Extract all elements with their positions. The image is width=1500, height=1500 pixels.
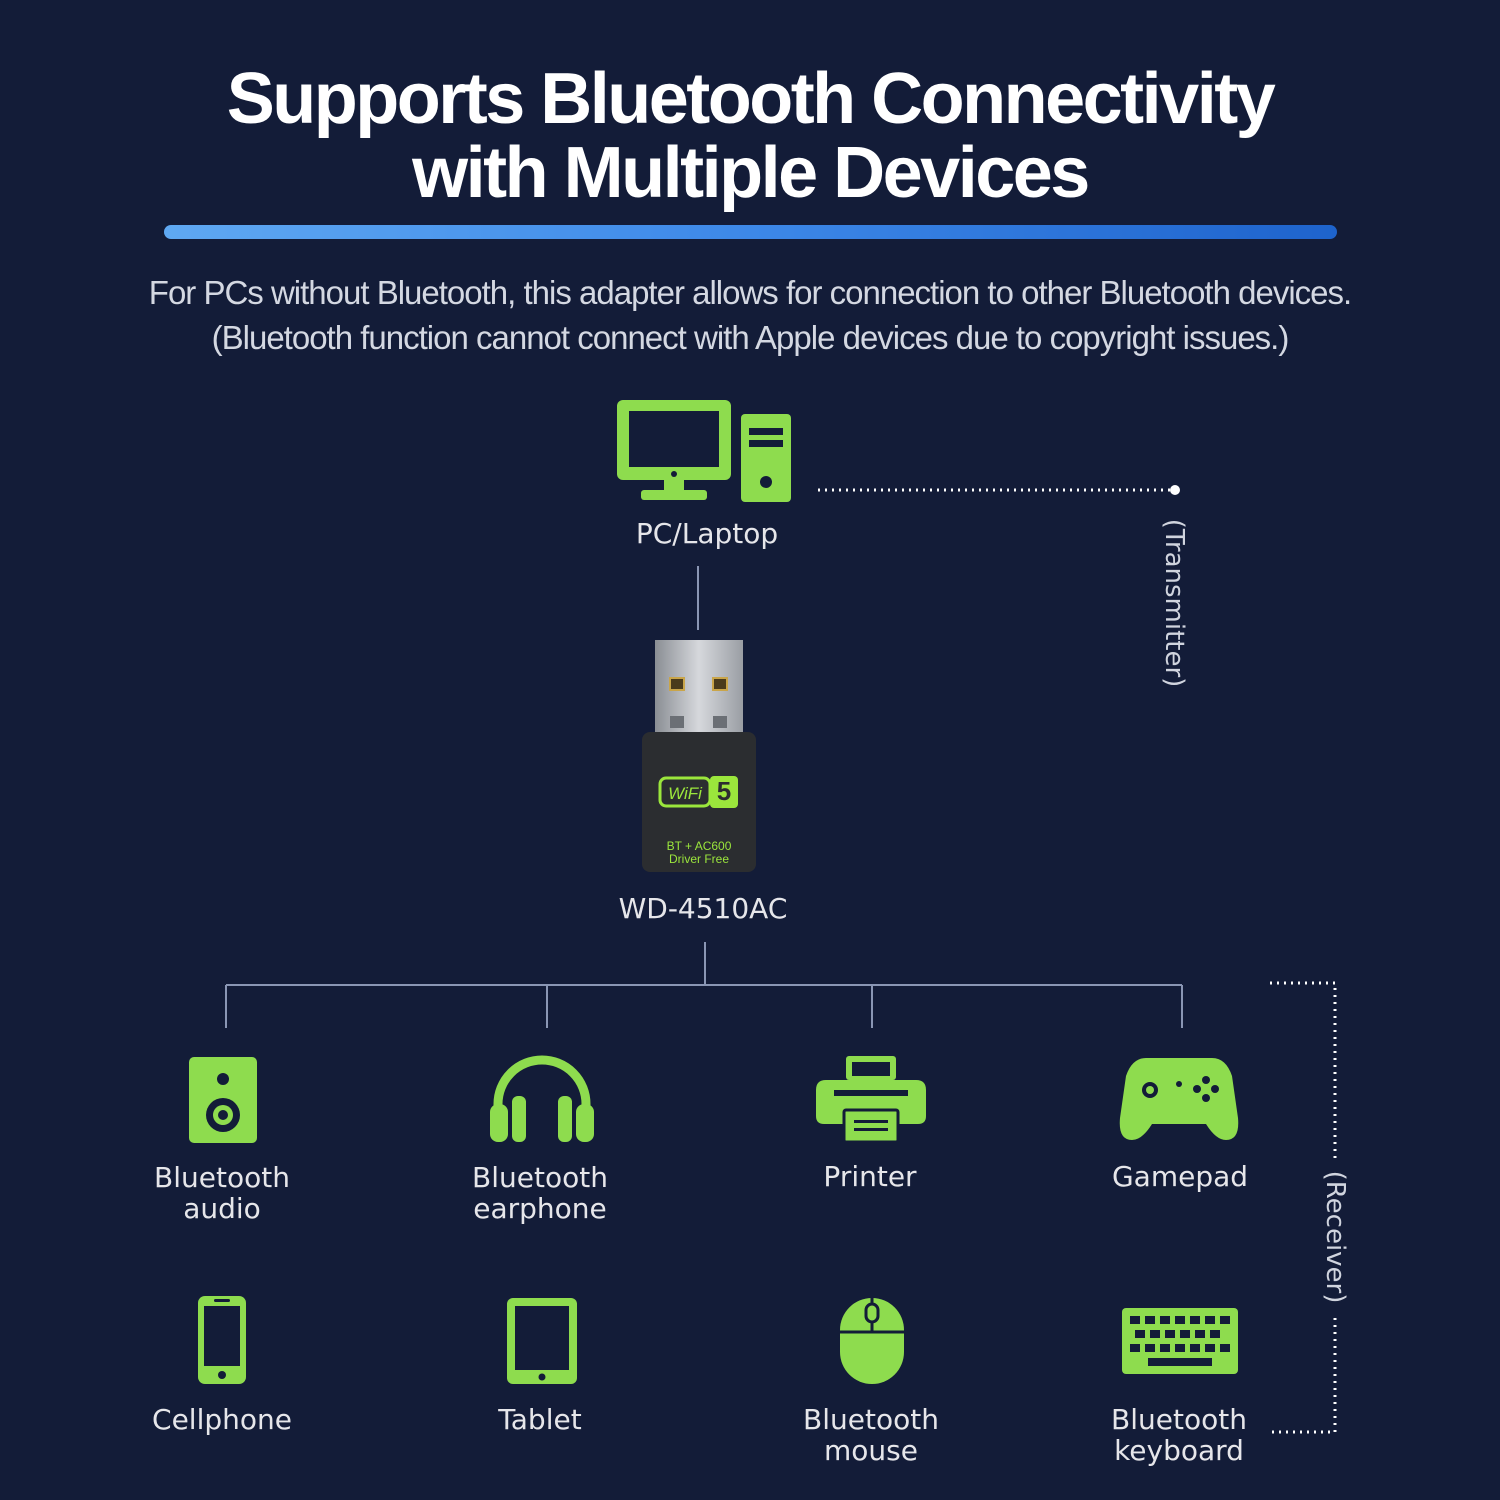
subtitle-line-1: For PCs without Bluetooth, this adapter … (148, 274, 1352, 311)
mouse-icon (840, 1298, 904, 1384)
adapter-badge-number: 5 (716, 776, 732, 806)
device-label-printer: Printer (823, 1160, 917, 1193)
speaker-icon (189, 1057, 257, 1143)
headphones-icon (490, 1055, 594, 1142)
receiver-dotted-bracket-top (1270, 981, 1337, 1160)
title-underline-bar (164, 225, 1337, 239)
cellphone-icon (198, 1296, 246, 1384)
adapter-text-2: Driver Free (668, 852, 729, 866)
printer-icon (816, 1056, 926, 1144)
transmitter-dot (1170, 485, 1180, 495)
page-title: Supports Bluetooth Connectivity with Mul… (0, 62, 1500, 210)
tablet-icon (507, 1298, 577, 1384)
subtitle: For PCs without Bluetooth, this adapter … (0, 270, 1500, 360)
title-line-1: Supports Bluetooth Connectivity (226, 59, 1276, 139)
transmitter-label: (Transmitter) (1159, 518, 1189, 688)
usb-adapter-image (642, 640, 756, 872)
pc-label: PC/Laptop (635, 517, 779, 550)
gamepad-icon (1119, 1058, 1239, 1140)
receiver-dotted-bracket-bottom (1268, 1318, 1337, 1434)
device-label-gamepad: Gamepad (1111, 1160, 1249, 1193)
device-label-cellphone: Cellphone (152, 1403, 292, 1436)
adapter-text-1: BT + AC600 (666, 839, 732, 853)
device-label-tablet: Tablet (498, 1403, 582, 1436)
subtitle-line-2: (Bluetooth function cannot connect with … (211, 319, 1290, 356)
title-line-2: with Multiple Devices (412, 133, 1090, 213)
desktop-computer-icon (617, 400, 791, 502)
adapter-label: WD-4510AC (618, 892, 788, 925)
keyboard-icon (1122, 1308, 1238, 1374)
adapter-badge-wifi: WiFi (668, 784, 702, 803)
